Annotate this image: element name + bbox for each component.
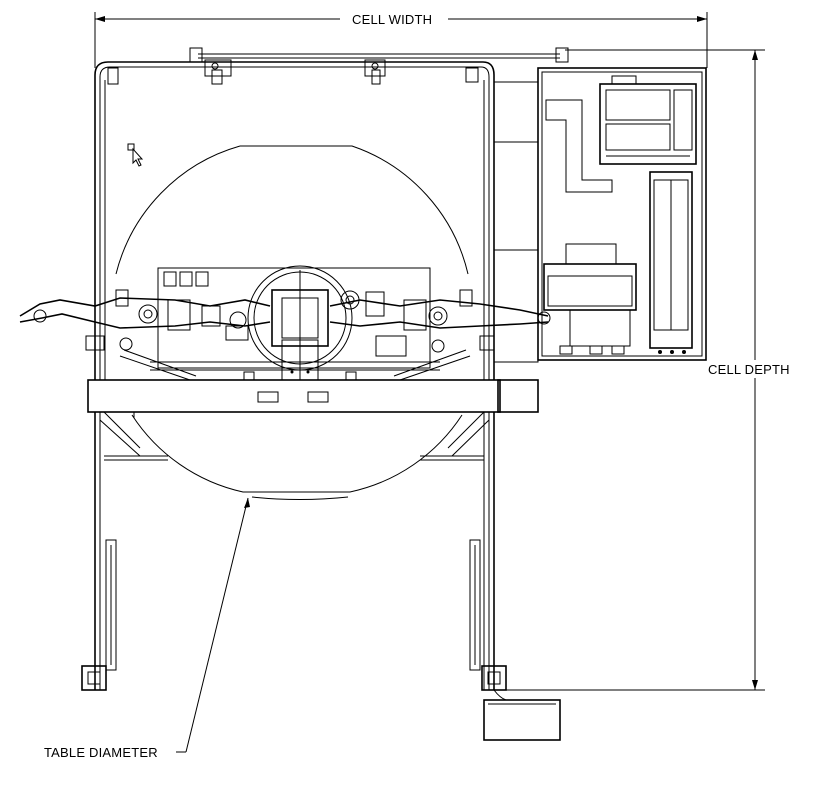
- cell-width-label: CELL WIDTH: [352, 12, 432, 27]
- mouse-pointer-icon: [127, 143, 144, 167]
- cell-depth-dimension: CELL DEPTH: [500, 49, 790, 691]
- table-diameter-callout: TABLE DIAMETER: [44, 497, 250, 760]
- front-beam: [87, 379, 539, 418]
- turntable: [115, 145, 469, 500]
- cell-width-dimension: CELL WIDTH: [94, 12, 708, 68]
- control-panel: [493, 67, 707, 363]
- lower-frame: [81, 411, 561, 741]
- table-diameter-label: TABLE DIAMETER: [44, 745, 158, 760]
- positioner-assembly: [19, 265, 551, 381]
- cell-depth-label: CELL DEPTH: [708, 362, 790, 377]
- cell-frame: [94, 47, 569, 380]
